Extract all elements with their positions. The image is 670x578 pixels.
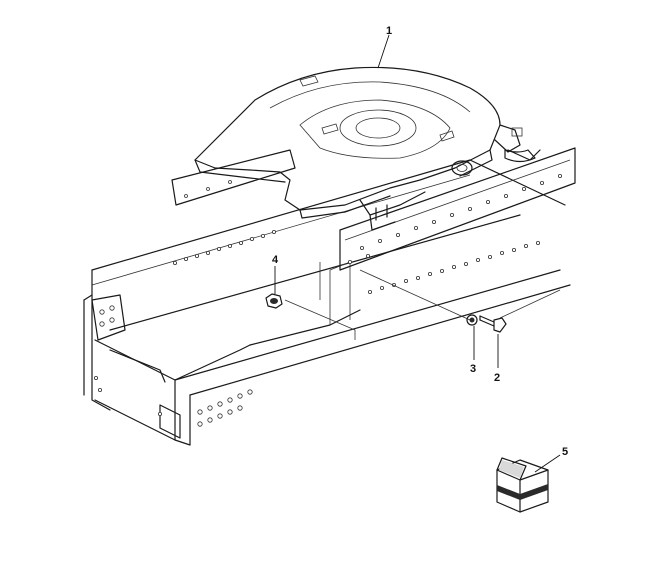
callout-label-3: 3 bbox=[470, 363, 476, 375]
callout-5: 5 bbox=[534, 446, 568, 473]
parts-kit-box bbox=[496, 457, 549, 513]
callout-label-4: 4 bbox=[272, 254, 279, 266]
mounting-plate-left bbox=[171, 149, 296, 206]
hex-bolt bbox=[479, 315, 507, 333]
front-plate-holes bbox=[94, 305, 253, 427]
callout-label-2: 2 bbox=[494, 372, 500, 384]
flange-nut bbox=[265, 293, 283, 309]
chassis-frame bbox=[83, 159, 571, 446]
rail-holes-upper bbox=[172, 229, 276, 265]
callout-3: 3 bbox=[470, 326, 476, 375]
assembly-guide-lines bbox=[284, 262, 561, 340]
callout-label-5: 5 bbox=[562, 446, 568, 458]
callout-4: 4 bbox=[272, 254, 279, 294]
callout-label-1: 1 bbox=[386, 25, 392, 37]
fifth-wheel-coupling bbox=[194, 66, 541, 231]
callout-1: 1 bbox=[377, 25, 392, 69]
washer bbox=[466, 314, 478, 326]
rail-holes-lower bbox=[367, 240, 541, 294]
callout-2: 2 bbox=[494, 334, 500, 384]
